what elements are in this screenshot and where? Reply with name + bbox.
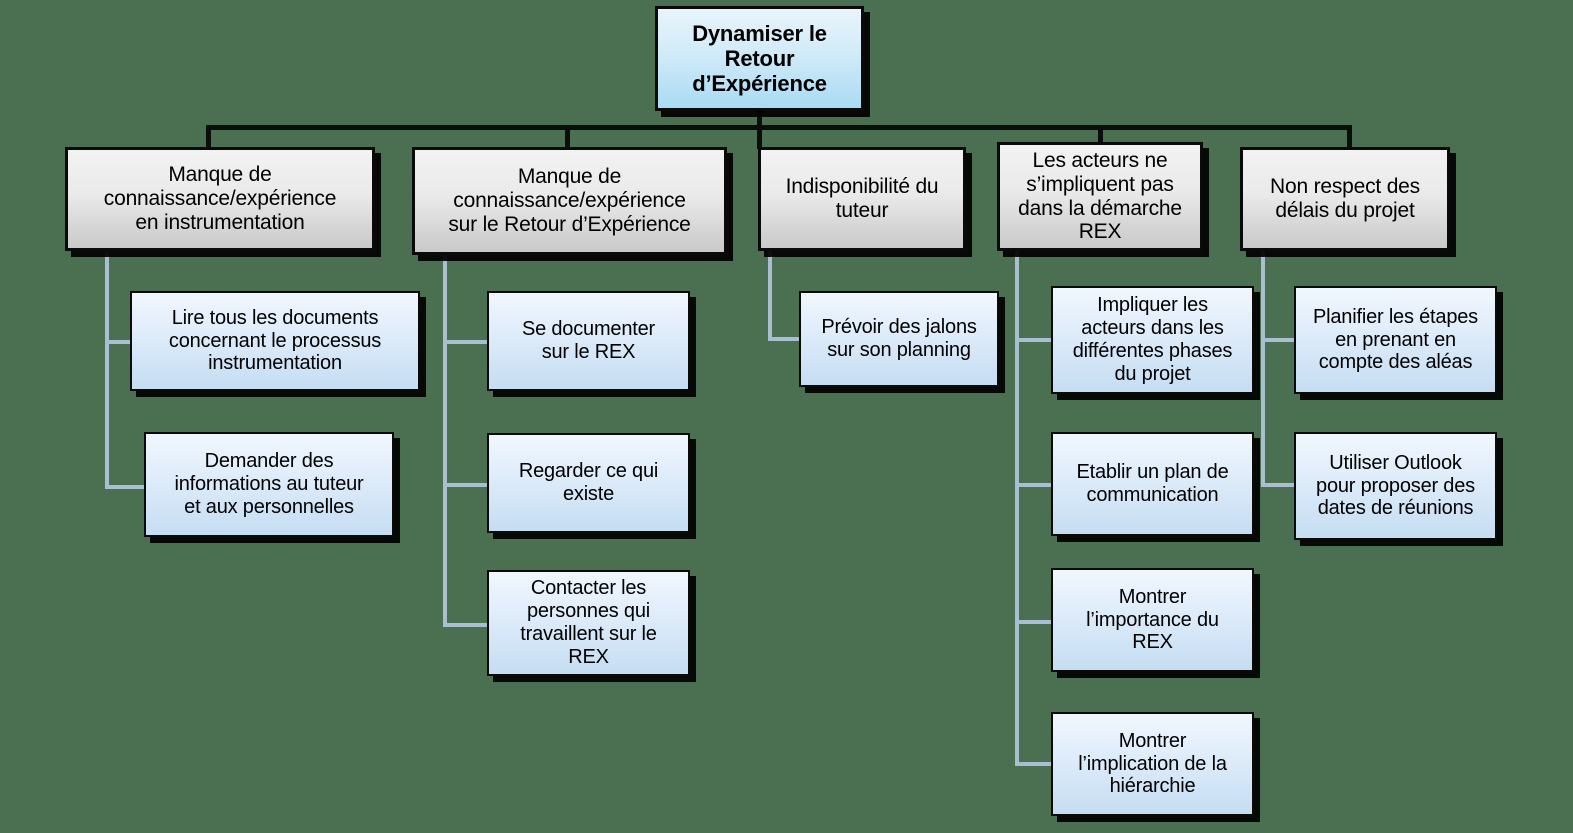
connector-spine-branch-3 [1015, 249, 1019, 766]
connector-root-bus [206, 125, 1352, 130]
connector-arm-b1-c0 [443, 340, 488, 344]
action-node-b3-c2[interactable]: Montrer l’importance du REX [1051, 568, 1254, 672]
action-node-b1-c1-label: Regarder ce qui existe [518, 460, 659, 505]
action-node-b4-c1-label: Utiliser Outlook pour proposer des dates… [1316, 451, 1475, 520]
connector-arm-b2-c0 [768, 337, 800, 341]
connector-drop-branch-1 [565, 125, 570, 149]
root-node[interactable]: Dynamiser le Retour d’Expérience [655, 6, 864, 111]
cause-node-1-label: Manque de connaissance/expérience sur le… [448, 165, 691, 236]
action-node-b4-c0[interactable]: Planifier les étapes en prenant en compt… [1294, 286, 1497, 394]
connector-arm-b4-c1 [1261, 483, 1295, 487]
connector-drop-branch-0 [206, 125, 211, 149]
action-node-b2-c0[interactable]: Prévoir des jalons sur son planning [799, 291, 999, 387]
connector-spine-branch-2 [768, 249, 772, 340]
cause-node-4-label: Non respect des délais du projet [1270, 175, 1420, 222]
action-node-b1-c2-label: Contacter les personnes qui travaillent … [520, 577, 657, 668]
connector-arm-b4-c0 [1261, 338, 1295, 342]
action-node-b3-c3-label: Montrer l’implication de la hiérarchie [1078, 729, 1227, 798]
action-node-b3-c1[interactable]: Etablir un plan de communication [1051, 432, 1254, 536]
connector-arm-b1-c2 [443, 623, 488, 627]
action-node-b3-c0-label: Impliquer les acteurs dans les différent… [1072, 294, 1233, 385]
connector-arm-b3-c2 [1015, 620, 1052, 624]
cause-node-1[interactable]: Manque de connaissance/expérience sur le… [412, 147, 727, 255]
action-node-b4-c0-label: Planifier les étapes en prenant en compt… [1313, 305, 1478, 374]
root-node-label: Dynamiser le Retour d’Expérience [692, 20, 827, 97]
cause-node-4[interactable]: Non respect des délais du projet [1240, 147, 1450, 251]
action-node-b0-c0-label: Lire tous les documents concernant le pr… [168, 306, 382, 375]
action-node-b4-c1[interactable]: Utiliser Outlook pour proposer des dates… [1294, 432, 1497, 540]
connector-drop-branch-3 [1098, 125, 1103, 149]
connector-spine-branch-0 [105, 249, 109, 489]
connector-arm-b3-c0 [1015, 338, 1052, 342]
connector-drop-branch-2 [757, 125, 762, 149]
connector-spine-branch-4 [1261, 249, 1265, 487]
connector-arm-b0-c1 [105, 485, 147, 489]
action-node-b1-c0-label: Se documenter sur le REX [521, 318, 656, 363]
action-node-b3-c3[interactable]: Montrer l’implication de la hiérarchie [1051, 712, 1254, 816]
cause-node-0[interactable]: Manque de connaissance/expérience en ins… [65, 147, 375, 251]
action-node-b2-c0-label: Prévoir des jalons sur son planning [821, 316, 977, 361]
connector-spine-branch-1 [443, 252, 447, 627]
connector-arm-b0-c0 [105, 340, 133, 344]
action-node-b0-c1-label: Demander des informations au tuteur et a… [174, 450, 364, 518]
action-node-b0-c0[interactable]: Lire tous les documents concernant le pr… [130, 291, 420, 391]
connector-drop-branch-4 [1347, 125, 1352, 149]
action-node-b0-c1[interactable]: Demander des informations au tuteur et a… [144, 432, 394, 537]
action-node-b1-c1[interactable]: Regarder ce qui existe [487, 433, 690, 533]
connector-root-stem [757, 110, 762, 129]
cause-node-0-label: Manque de connaissance/expérience en ins… [103, 163, 337, 234]
action-node-b1-c0[interactable]: Se documenter sur le REX [487, 291, 690, 391]
cause-node-3[interactable]: Les acteurs ne s’impliquent pas dans la … [997, 142, 1203, 251]
cause-node-2[interactable]: Indisponibilité du tuteur [758, 147, 966, 251]
cause-node-3-label: Les acteurs ne s’impliquent pas dans la … [1018, 148, 1182, 244]
action-node-b3-c1-label: Etablir un plan de communication [1076, 461, 1229, 506]
action-node-b3-c0[interactable]: Impliquer les acteurs dans les différent… [1051, 286, 1254, 394]
connector-arm-b1-c1 [443, 483, 488, 487]
connector-arm-b3-c3 [1015, 762, 1052, 766]
action-node-b3-c2-label: Montrer l’importance du REX [1086, 585, 1219, 654]
connector-arm-b3-c1 [1015, 483, 1052, 487]
cause-node-2-label: Indisponibilité du tuteur [785, 175, 939, 222]
action-node-b1-c2[interactable]: Contacter les personnes qui travaillent … [487, 570, 690, 676]
